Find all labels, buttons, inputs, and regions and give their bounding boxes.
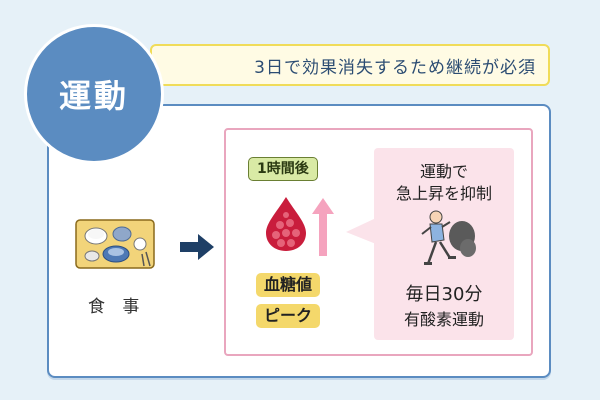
meal-label: 食 事 bbox=[88, 297, 146, 317]
blood-drop-icon bbox=[266, 197, 306, 251]
exercise-routine-line1: 毎日30分 bbox=[405, 284, 483, 305]
page-title: 運動 bbox=[58, 77, 129, 115]
exercise-effect-line1: 運動で bbox=[419, 162, 468, 181]
tagline-banner: 3日で効果消失するため継続が必須 bbox=[150, 44, 550, 86]
bubble-tail bbox=[346, 218, 376, 244]
peak-label: ピーク bbox=[256, 304, 321, 328]
exercise-effect-line2: 急上昇を抑制 bbox=[395, 184, 492, 203]
timing-badge: 1時間後 bbox=[248, 157, 318, 181]
tagline-text: 3日で効果消失するため継続が必須 bbox=[254, 57, 536, 78]
title-circle: 運動 bbox=[24, 24, 164, 164]
right-arrow-icon bbox=[180, 234, 214, 260]
blood-sugar-label: 血糖値 bbox=[256, 273, 321, 297]
up-arrow-icon bbox=[312, 198, 334, 256]
meal-tray-icon bbox=[75, 219, 155, 269]
exercise-routine-line2: 有酸素運動 bbox=[403, 310, 484, 329]
exercise-bubble bbox=[374, 148, 514, 340]
running-person-icon bbox=[421, 210, 476, 265]
